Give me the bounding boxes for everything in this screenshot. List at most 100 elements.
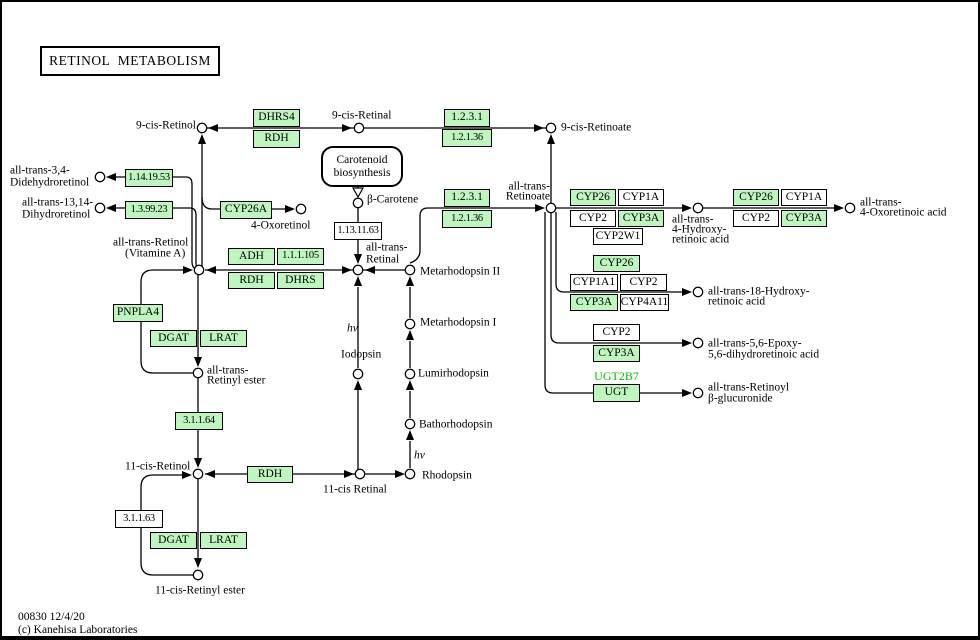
label-all-trans-3-4: all-trans-3,4- xyxy=(10,164,70,177)
compound-11-cis-retinyl-ester[interactable] xyxy=(192,569,204,581)
label-rhodopsin: Rhodopsin xyxy=(422,469,472,482)
enzyme-box-cyp2[interactable]: CYP2 xyxy=(620,274,667,291)
enzyme-box-1-1-1-105[interactable]: 1.1.1.105 xyxy=(277,248,324,265)
enzyme-box-dgat[interactable]: DGAT xyxy=(150,532,197,549)
label-glucuronide: β-glucuronide xyxy=(708,392,773,405)
compound-bathorhodopsin[interactable] xyxy=(404,418,416,430)
enzyme-box-cyp3a[interactable]: CYP3A xyxy=(593,345,640,362)
map-id: 00830 12/4/20 xyxy=(18,611,85,623)
enzyme-box-dhrs4[interactable]: DHRS4 xyxy=(253,109,300,127)
enzyme-box-adh[interactable]: ADH xyxy=(228,248,275,265)
enzyme-box-dgat[interactable]: DGAT xyxy=(150,330,197,347)
pathway-title-text: RETINOL METABOLISM xyxy=(49,53,211,68)
label-all-trans: all-trans- xyxy=(860,196,902,209)
label-9-cis-retinoate: 9-cis-Retinoate xyxy=(561,121,632,134)
enzyme-box-3-1-1-63[interactable]: 3.1.1.63 xyxy=(115,510,163,528)
enzyme-box-cyp3a[interactable]: CYP3A xyxy=(570,294,618,311)
compound-4-oxoretinol[interactable] xyxy=(295,203,307,215)
compound-9-cis-retinol[interactable] xyxy=(196,122,208,134)
compound-all-trans-retinyl-ester[interactable] xyxy=(192,367,204,379)
enzyme-box-cyp1a1[interactable]: CYP1A1 xyxy=(570,274,618,291)
enzyme-box-cyp26[interactable]: CYP26 xyxy=(570,189,616,206)
label-retinal: Retinal xyxy=(366,253,400,266)
label-bathorhodopsin: Bathorhodopsin xyxy=(419,418,493,431)
compound-all-trans-4-hydroxy-retinoic-acid[interactable] xyxy=(692,202,704,214)
label-9-cis-retinal: 9-cis-Retinal xyxy=(332,109,392,122)
enzyme-box-cyp2w1[interactable]: CYP2W1 xyxy=(593,228,643,245)
enzyme-box-cyp3a[interactable]: CYP3A xyxy=(781,210,827,227)
enzyme-box-1-2-3-1[interactable]: 1.2.3.1 xyxy=(444,189,490,207)
enzyme-box-cyp2[interactable]: CYP2 xyxy=(733,210,779,227)
label-5-6-dihydroretinoic-acid: 5,6-dihydroretinoic acid xyxy=(708,348,820,361)
open-arrowhead-carotenoid xyxy=(351,187,365,199)
label-all-trans: all-trans- xyxy=(366,241,408,254)
enzyme-box-1-2-1-36[interactable]: 1.2.1.36 xyxy=(442,210,492,228)
label-4-hydroxy: 4-Hydroxy- xyxy=(672,223,727,236)
linked-pathway-carotenoid-biosynthesis[interactable]: Carotenoid biosynthesis xyxy=(321,146,403,187)
compound-metarhodopsin-i[interactable] xyxy=(404,318,416,330)
label-metarhodopsin-ii: Metarhodopsin II xyxy=(420,265,501,278)
enzyme-box-cyp26a[interactable]: CYP26A xyxy=(220,201,272,219)
compound-all-trans-3-4-didehydroretinol[interactable] xyxy=(94,171,106,183)
label-4-oxoretinol: 4-Oxoretinol xyxy=(251,219,311,232)
enzyme-box-1-14-19-53[interactable]: 1.14.19.53 xyxy=(125,169,173,187)
compound-iodopsin[interactable] xyxy=(352,368,364,380)
map-footer: 00830 12/4/20 (c) Kanehisa Laboratories xyxy=(18,611,137,637)
enzyme-box-dhrs[interactable]: DHRS xyxy=(277,272,324,289)
compound-all-trans-5-6-epoxy-5-6-dihydroretinoic-acid[interactable] xyxy=(692,337,704,349)
compound-all-trans-retinal[interactable] xyxy=(352,264,364,276)
compound-all-trans-retinoate[interactable] xyxy=(545,202,557,214)
compound-metarhodopsin-ii[interactable] xyxy=(404,264,416,276)
enzyme-box-cyp3a[interactable]: CYP3A xyxy=(618,210,664,227)
copyright: (c) Kanehisa Laboratories xyxy=(18,624,138,636)
compound-all-trans-4-oxoretinoic-acid[interactable] xyxy=(844,202,856,214)
label-retinoic-acid: retinoic acid xyxy=(672,233,730,246)
enzyme-box-rdh[interactable]: RDH xyxy=(228,272,275,289)
enzyme-box-rdh[interactable]: RDH xyxy=(253,130,300,148)
label-dihydroretinol: Dihydroretinol xyxy=(22,208,91,221)
label-all-trans-5-6-epoxy: all-trans-5,6-Epoxy- xyxy=(708,337,802,350)
enzyme-box-lrat[interactable]: LRAT xyxy=(200,532,247,549)
enzyme-box-cyp26[interactable]: CYP26 xyxy=(593,255,640,272)
gene-label-ugt2b7[interactable]: UGT2B7 xyxy=(594,369,639,383)
label-11-cis-retinyl-ester: 11-cis-Retinyl ester xyxy=(155,584,245,597)
enzyme-box-cyp1a[interactable]: CYP1A xyxy=(781,189,827,206)
compound-beta-carotene[interactable] xyxy=(352,197,364,209)
enzyme-box-1-2-1-36[interactable]: 1.2.1.36 xyxy=(442,129,492,147)
enzyme-box-ugt[interactable]: UGT xyxy=(593,384,640,402)
enzyme-box-cyp1a[interactable]: CYP1A xyxy=(618,189,664,206)
enzyme-box-cyp26[interactable]: CYP26 xyxy=(733,189,779,206)
enzyme-box-lrat[interactable]: LRAT xyxy=(200,330,247,347)
compound-9-cis-retinal[interactable] xyxy=(353,122,365,134)
label-retinyl-ester: Retinyl ester xyxy=(207,374,266,387)
enzyme-box-1-3-99-23[interactable]: 1.3.99.23 xyxy=(125,201,173,219)
compound-11-cis-retinal[interactable] xyxy=(354,468,366,480)
compound-rhodopsin[interactable] xyxy=(404,468,416,480)
label-11-cis-retinal: 11-cis Retinal xyxy=(323,483,387,496)
compound-all-trans-retinol[interactable] xyxy=(193,264,205,276)
label-vitamine-a: (Vitamine A) xyxy=(125,247,186,260)
label-all-trans: all-trans- xyxy=(672,213,714,226)
enzyme-box-cyp2[interactable]: CYP2 xyxy=(570,210,616,227)
compound-9-cis-retinoate[interactable] xyxy=(545,122,557,134)
enzyme-box-pnpla4[interactable]: PNPLA4 xyxy=(113,304,163,322)
compound-all-trans-18-hydroxy-retinoic-acid[interactable] xyxy=(692,286,704,298)
enzyme-box-3-1-1-64[interactable]: 3.1.1.64 xyxy=(175,412,223,430)
enzyme-box-1-2-3-1[interactable]: 1.2.3.1 xyxy=(444,109,490,127)
label-lumirhodopsin: Lumirhodopsin xyxy=(418,367,489,380)
enzyme-box-1-13-11-63[interactable]: 1.13.11.63 xyxy=(334,222,382,240)
label-all-trans: all-trans- xyxy=(207,364,249,377)
compound-11-cis-retinol[interactable] xyxy=(192,468,204,480)
enzyme-box-cyp2[interactable]: CYP2 xyxy=(593,324,640,341)
enzyme-box-cyp4a11[interactable]: CYP4A11 xyxy=(620,294,669,311)
compound-all-trans-13-14-dihydroretinol[interactable] xyxy=(94,202,106,214)
label-all-trans-13-14: all-trans-13,14- xyxy=(22,196,94,209)
label-retinoate: Retinoate xyxy=(505,190,550,203)
compound-lumirhodopsin[interactable] xyxy=(404,368,416,380)
enzyme-box-rdh[interactable]: RDH xyxy=(247,466,293,483)
label-hv: hv xyxy=(347,322,358,335)
label-4-oxoretinoic-acid: 4-Oxoretinoic acid xyxy=(860,206,947,219)
compound-all-trans-retinoyl-beta-glucuronide[interactable] xyxy=(692,387,704,399)
